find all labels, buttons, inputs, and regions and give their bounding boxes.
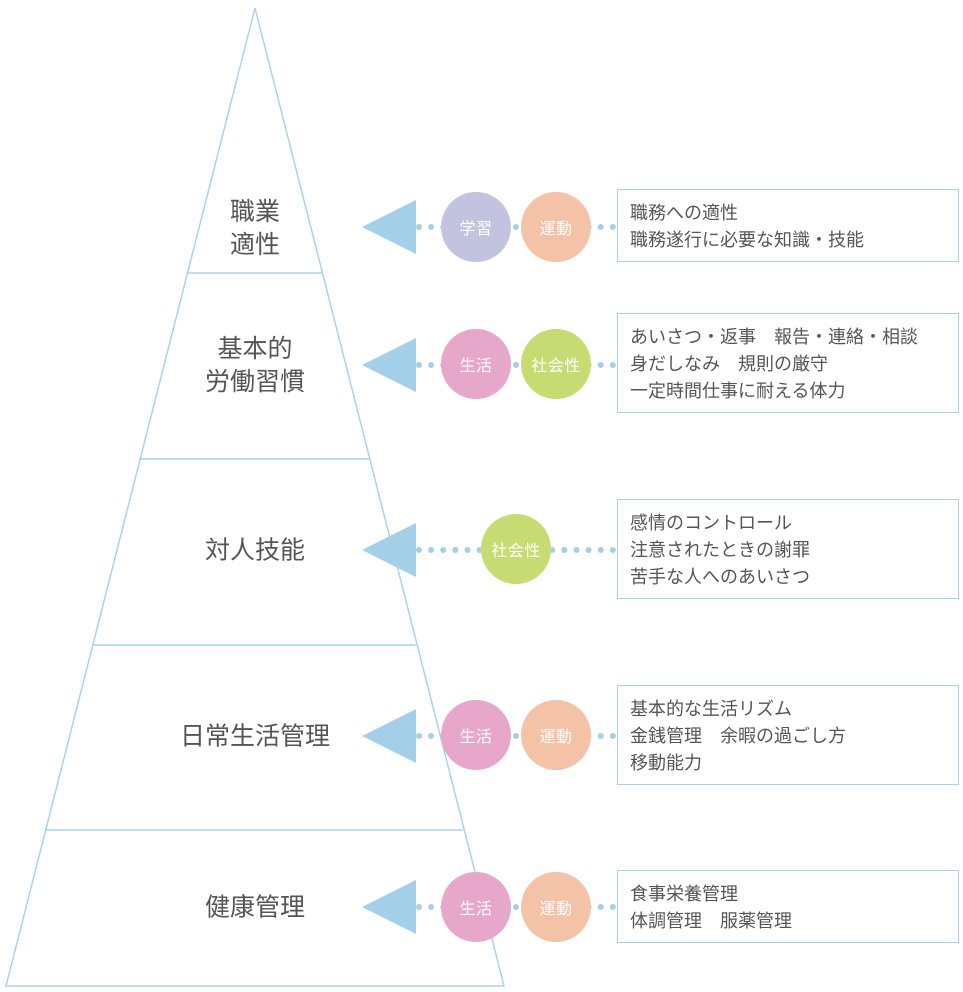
tag-life: 生活 xyxy=(441,700,511,770)
dotted-connector xyxy=(416,362,616,368)
tag-exercise: 運動 xyxy=(521,192,591,262)
description-line: 金銭管理 余暇の過ごし方 xyxy=(630,726,846,747)
dotted-connector xyxy=(416,904,616,910)
tag-study: 学習 xyxy=(441,192,511,262)
description-box-vocational-aptitude: 職務への適性 職務遂行に必要な知識・技能 xyxy=(617,189,959,262)
layer-label-vocational-aptitude: 職業 適性 xyxy=(229,197,281,259)
description-line: 一定時間仕事に耐える体力 xyxy=(630,381,846,402)
dotted-connector xyxy=(416,224,616,230)
arrow-left-icon xyxy=(362,709,416,763)
arrow-left-icon xyxy=(362,338,416,392)
description-box-daily-life-management: 基本的な生活リズム 金銭管理 余暇の過ごし方 移動能力 xyxy=(617,685,959,785)
description-line: 職務への適性 xyxy=(630,203,738,224)
description-line: 注意されたときの謝罪 xyxy=(630,540,810,561)
tag-exercise: 運動 xyxy=(521,700,591,770)
layer-label-daily-life-management: 日常生活管理 xyxy=(179,721,331,751)
description-line: 苦手な人へのあいさつ xyxy=(630,567,810,588)
description-line: 食事栄養管理 xyxy=(630,884,738,905)
layer-label-health-management: 健康管理 xyxy=(204,892,306,922)
tag-sociality: 社会性 xyxy=(521,329,591,399)
description-line: 職務遂行に必要な知識・技能 xyxy=(630,230,864,251)
layer-label-basic-work-habits: 基本的 労働習慣 xyxy=(204,334,306,396)
arrow-left-icon xyxy=(362,523,416,577)
description-line: 基本的な生活リズム xyxy=(630,699,792,720)
description-line: 身だしなみ 規則の厳守 xyxy=(630,354,828,375)
pyramid-triangle xyxy=(5,7,505,987)
description-box-health-management: 食事栄養管理 体調管理 服薬管理 xyxy=(617,870,959,943)
tag-exercise: 運動 xyxy=(521,872,591,942)
arrow-left-icon xyxy=(362,200,416,254)
tag-life: 生活 xyxy=(441,329,511,399)
layer-label-interpersonal-skills: 対人技能 xyxy=(204,535,306,565)
arrow-left-icon xyxy=(362,880,416,934)
description-box-interpersonal-skills: 感情のコントロール 注意されたときの謝罪 苦手な人へのあいさつ xyxy=(617,499,959,599)
description-line: 体調管理 服薬管理 xyxy=(630,911,792,932)
tag-sociality: 社会性 xyxy=(481,514,551,584)
tag-life: 生活 xyxy=(441,872,511,942)
description-line: 感情のコントロール xyxy=(630,513,792,534)
description-box-basic-work-habits: あいさつ・返事 報告・連絡・相談 身だしなみ 規則の厳守 一定時間仕事に耐える体… xyxy=(617,313,959,413)
dotted-connector xyxy=(416,733,616,739)
description-line: 移動能力 xyxy=(630,753,702,774)
description-line: あいさつ・返事 報告・連絡・相談 xyxy=(630,327,918,348)
